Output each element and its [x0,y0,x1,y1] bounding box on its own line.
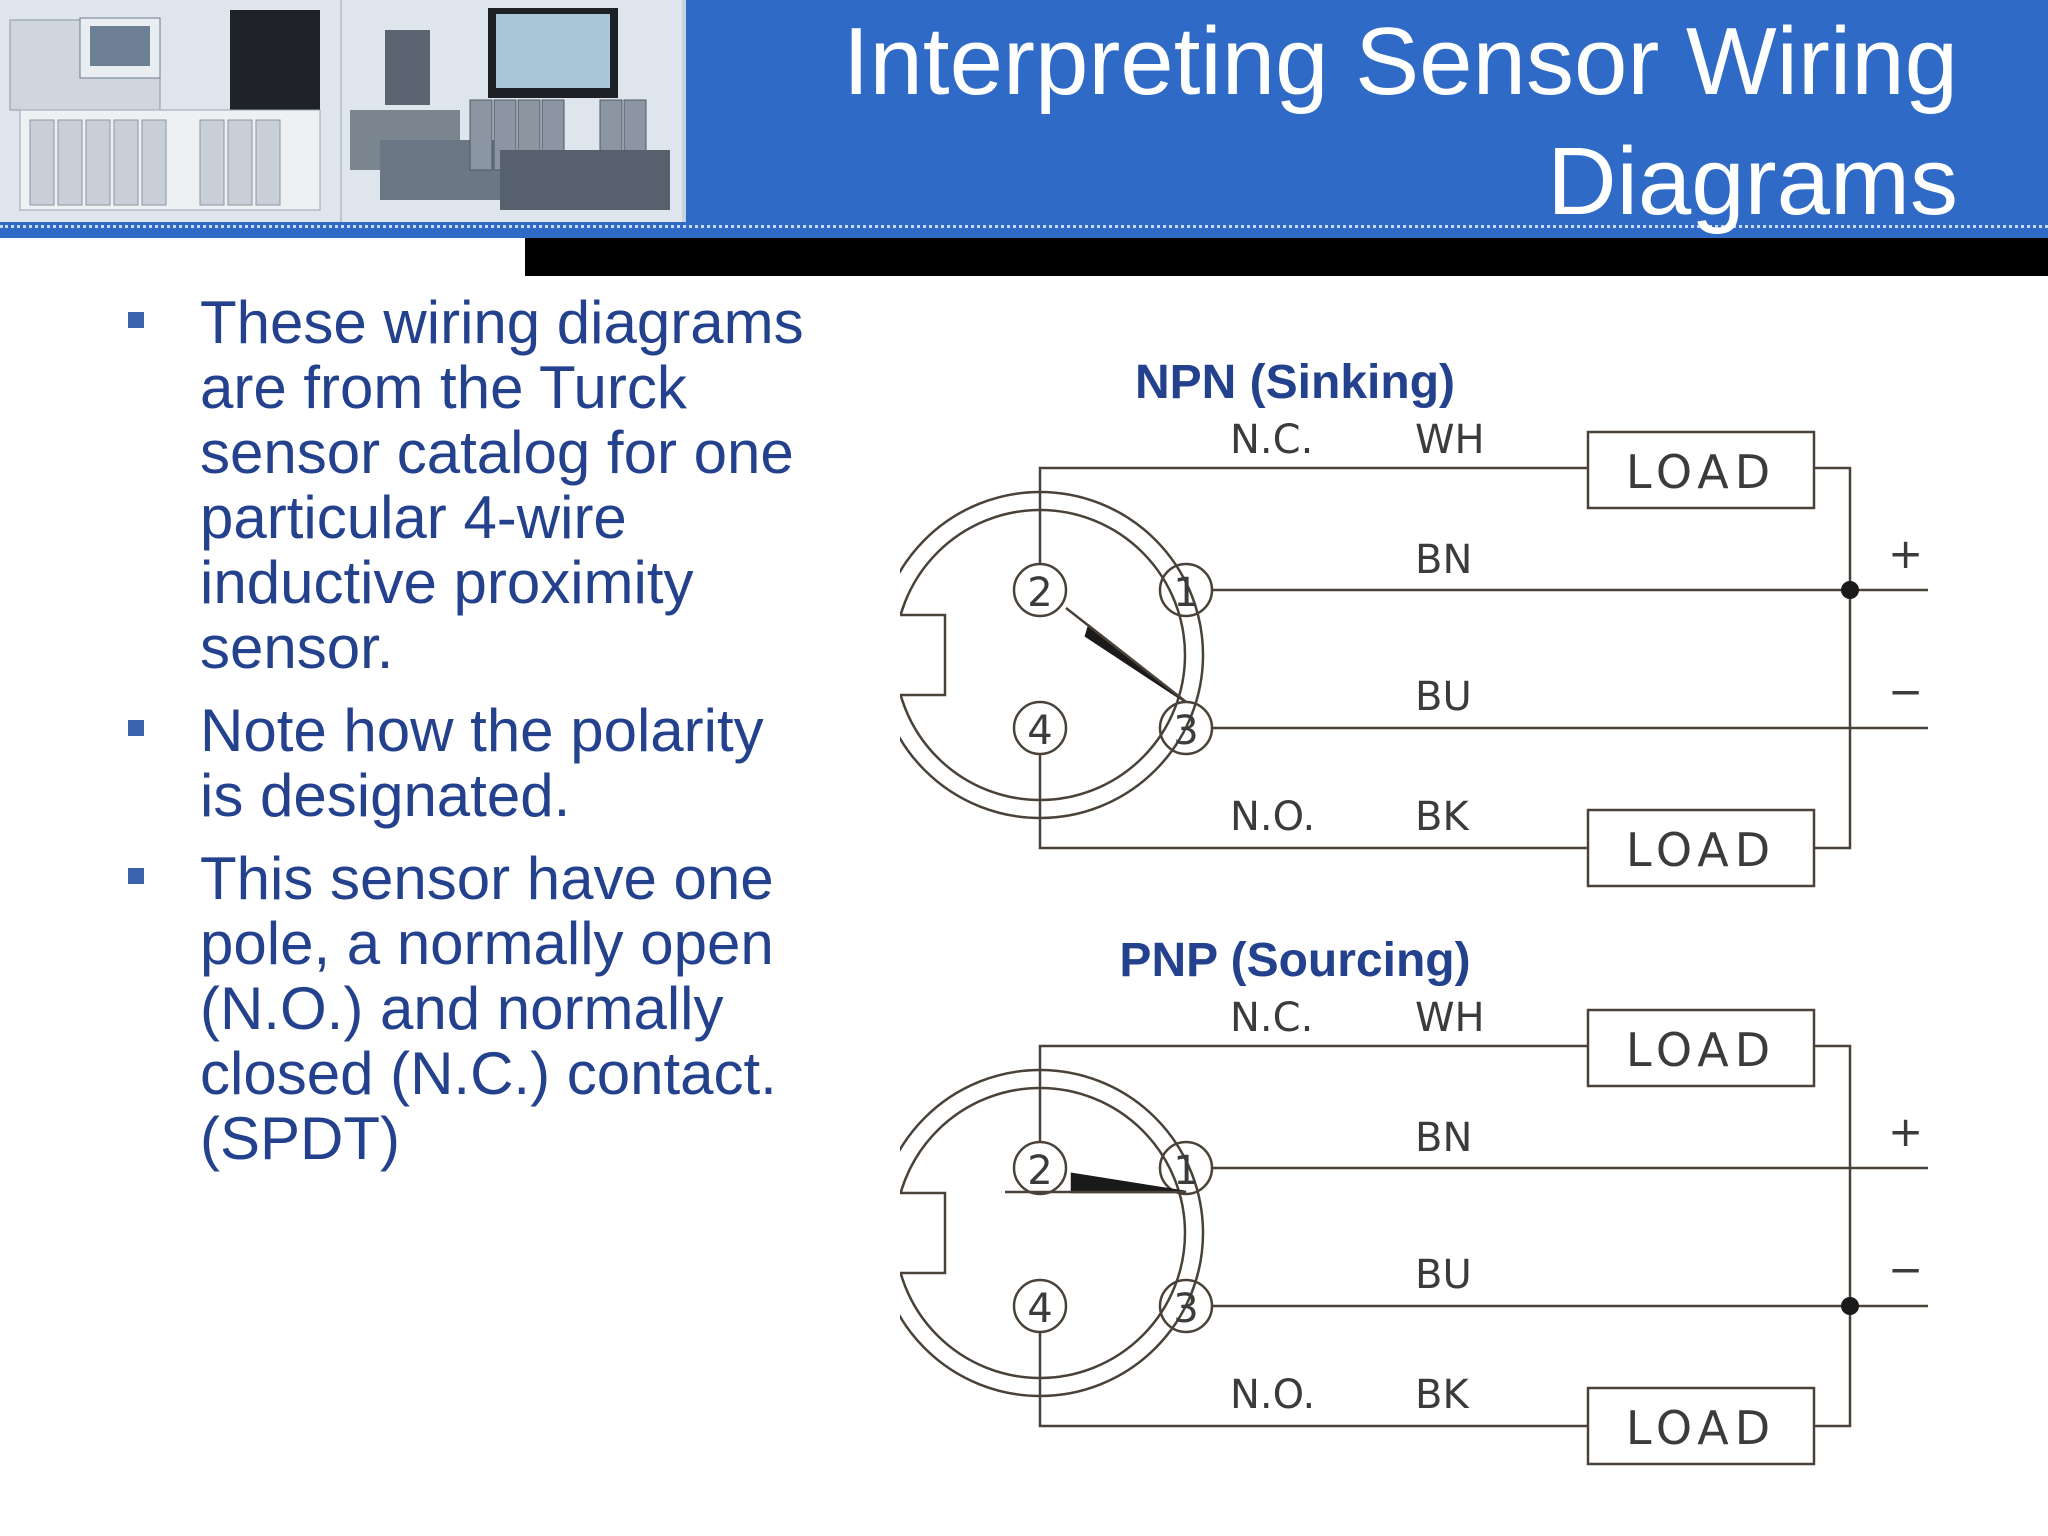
slide-title-line2: Diagrams [1547,128,1958,235]
load-return-bus [1814,466,1852,850]
wire-bu-label: BU [1415,674,1472,720]
bullet-text: This sensor have one pole, a normally op… [200,845,777,1172]
plus-label: + [1888,1107,1923,1156]
load-return-bus [1814,1044,1852,1428]
switch-arm [1065,607,1187,703]
header-dotted-rule [0,225,2048,228]
load-label-no: LOAD [1626,1401,1776,1455]
wire-wh [1038,466,1588,564]
bullet-text: These wiring diagrams are from the Turck… [200,289,804,681]
pin-3-label: 3 [1173,1286,1198,1332]
header-black-bar [525,238,2048,276]
switch-blade [1070,1172,1187,1194]
wire-bk [1038,1332,1588,1428]
square-bullet-icon [128,312,144,328]
pin-1-label: 1 [1173,1148,1198,1194]
bullet-item: These wiring diagrams are from the Turck… [120,290,820,680]
pin-4-label: 4 [1027,1286,1052,1332]
bullet-text: Note how the polarity is designated. [200,697,764,829]
nc-label: N.C. [1230,417,1313,463]
wire-bn-label: BN [1415,1115,1472,1161]
wire-bu-label: BU [1415,1252,1472,1298]
pnp-diagram: PNP (Sourcing) 2 1 4 3 LOAD LOAD N.C. WH… [900,934,1928,1466]
wire-bn-label: BN [1415,537,1472,583]
wire-wh-label: WH [1415,995,1485,1041]
load-label-nc: LOAD [1626,1023,1776,1077]
pin-3-label: 3 [1173,708,1198,754]
no-label: N.O. [1230,1372,1315,1418]
slide-title: Interpreting Sensor Wiring Diagrams [658,2,1958,242]
load-box-nc [1586,430,1816,510]
pin-2-label: 2 [1027,570,1052,616]
square-bullet-icon [128,868,144,884]
sensor-wiring-diagrams: NPN (Sinking) 2 1 4 3 LOAD LOAD N.C. WH … [900,356,1928,1466]
junction-dot [1841,581,1859,599]
pin-1-label: 1 [1173,570,1198,616]
npn-diagram-title: NPN (Sinking) [1135,356,1455,409]
bullet-item: Note how the polarity is designated. [120,698,820,828]
square-bullet-icon [128,720,144,736]
load-box-nc [1586,1008,1816,1088]
load-label-nc: LOAD [1626,445,1776,499]
bullet-list: These wiring diagrams are from the Turck… [120,290,820,1189]
sensor-keyway [900,613,947,697]
wire-wh-label: WH [1415,417,1485,463]
wire-wh [1038,1044,1588,1142]
minus-label: − [1888,667,1923,716]
plus-label: + [1888,529,1923,578]
wire-bk-label: BK [1415,1372,1470,1418]
pin-2-label: 2 [1027,1148,1052,1194]
pin-4-label: 4 [1027,708,1052,754]
nc-label: N.C. [1230,995,1313,1041]
plc-equipment-photo [0,0,686,222]
sensor-keyway [900,1191,947,1275]
minus-label: − [1888,1245,1923,1294]
npn-diagram: NPN (Sinking) 2 1 4 3 LOAD LOAD N.C. WH … [900,356,1928,888]
load-label-no: LOAD [1626,823,1776,877]
wire-bk [1038,754,1588,850]
wire-bk-label: BK [1415,794,1470,840]
bullet-item: This sensor have one pole, a normally op… [120,846,820,1171]
no-label: N.O. [1230,794,1315,840]
junction-dot [1841,1297,1859,1315]
slide-title-line1: Interpreting Sensor Wiring [842,8,1958,115]
plc-photo-illustration [0,0,682,222]
pnp-diagram-title: PNP (Sourcing) [1119,934,1470,987]
